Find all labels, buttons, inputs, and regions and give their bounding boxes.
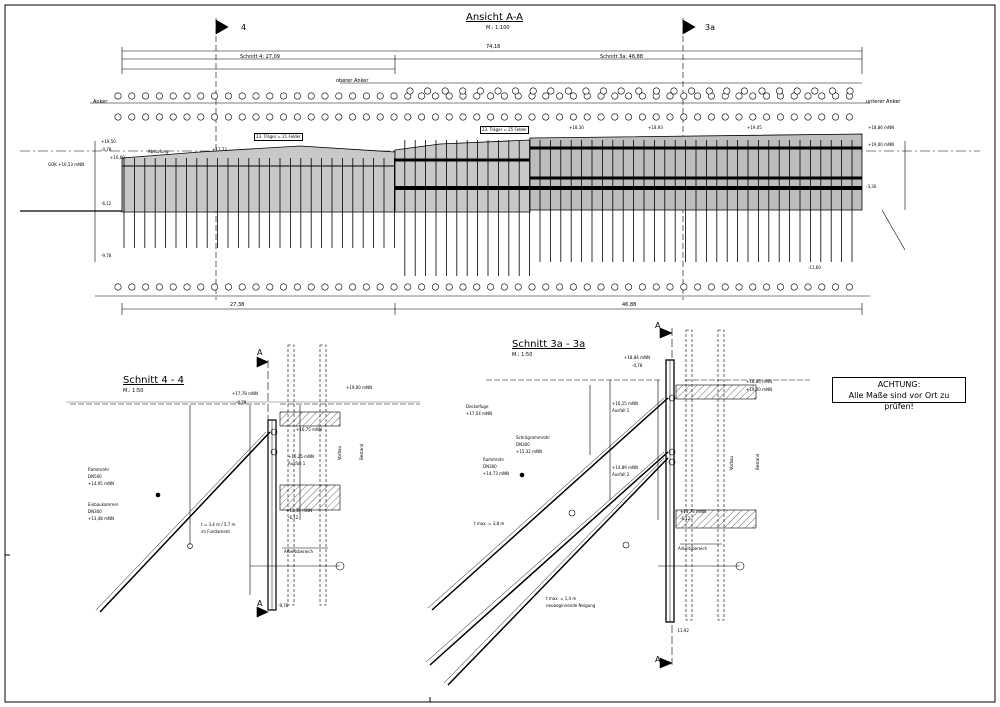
section-3a-mark-bottom: A — [655, 655, 661, 664]
s3a-label: Schrägrammrohr — [516, 435, 550, 440]
level-label: -3,30 — [866, 184, 877, 189]
s3a-label: +15,32 mNN — [516, 449, 542, 454]
s3a-label: t max. = 3,8 m — [474, 521, 505, 526]
s4-label: Rammrohr — [88, 467, 110, 472]
section-4-title: Schnitt 4 - 4 — [123, 375, 185, 386]
section-marker-4: 4 — [241, 23, 247, 32]
s3a-label: -11,92 — [676, 628, 689, 633]
s4-label: +13,48 mNN — [88, 516, 114, 521]
wall-piles — [123, 140, 853, 276]
section-4-mark-top: A — [257, 348, 263, 357]
retaining-wall — [121, 133, 863, 213]
s4-label: Vorbau — [337, 445, 342, 460]
drawing-frame — [4, 4, 996, 703]
s3a-label: -0,78 — [632, 363, 643, 368]
level-label: +19,50 — [101, 139, 116, 144]
row-label-anchor: Anker — [93, 99, 108, 105]
bottom-dimension-left: 27,38 — [230, 302, 245, 308]
bottom-dimension-right: 46,88 — [622, 302, 637, 308]
level-label: -0,78 — [101, 147, 112, 152]
s4-label: -0,78 — [236, 400, 247, 405]
level-label: +18,30 — [569, 125, 584, 130]
s4-label: -9,78 — [278, 603, 289, 608]
s3a-label: t max. = 1,4 m — [546, 596, 577, 601]
s3a-label: +18,84 mNN — [624, 355, 650, 360]
total-dimension: 74,16 — [486, 44, 501, 50]
s3a-label: +18,86 mNN — [746, 379, 772, 384]
s3a-label: Rammrohr — [483, 457, 505, 462]
warning-text: Alle Maße sind vor Ort zu prüfen! — [848, 391, 950, 411]
s3a-label: +16,15 mNN — [612, 401, 638, 406]
section-3a-mark-top: A — [655, 321, 661, 330]
s4-label: Ausfall 1 — [288, 461, 306, 466]
section-4-mark-bottom: A — [257, 599, 263, 608]
level-label: GOK +16,53 mNN — [48, 162, 85, 167]
s4-label: Einbaukammer — [88, 502, 119, 507]
s3a-label: Bestand — [755, 453, 760, 470]
s4-label: DN300 — [88, 509, 102, 514]
s4-label: +13,38 mNN — [286, 508, 312, 513]
warning-title: ACHTUNG: — [877, 380, 921, 389]
s4-label: t = 3,4 m / 5,7 m — [201, 522, 236, 527]
sub-dimension-right: Schnitt 3a: 46,88 — [600, 54, 643, 60]
section-3a-title: Schnitt 3a - 3a — [512, 339, 586, 350]
level-label: +17,73 — [212, 147, 227, 152]
level-label: -6,12 — [101, 201, 112, 206]
s3a-label: +13,73 mNN — [680, 509, 706, 514]
s3a-label: +14,89 mNN — [612, 465, 638, 470]
s3a-label: Ausfall 1 — [612, 408, 630, 413]
s3a-label: +19,00 mNN — [746, 387, 772, 392]
level-label: -11,60 — [808, 265, 821, 270]
s3a-label: +14,73 mNN — [483, 471, 509, 476]
warning-notice: ACHTUNG: Alle Maße sind vor Ort zu prüfe… — [832, 377, 966, 411]
level-label: Abstufung — [148, 149, 169, 154]
callout-left: 23. Träger = 21 Felder — [254, 133, 303, 141]
s4-label: im Fundament — [201, 529, 230, 534]
s4-label: +16,75 mNN — [296, 427, 322, 432]
level-label: +19,00 mNN — [868, 142, 894, 147]
row-label-upper-anchor: oberer Anker — [336, 78, 369, 84]
s4-label: +19,00 mNN — [346, 385, 372, 390]
section-3a-drawing — [425, 327, 810, 686]
s4-label: Arbeitsbereich — [284, 549, 314, 554]
section-3a-scale: M.: 1:50 — [512, 352, 533, 358]
row-label-lower-anchor: unterer Anker — [866, 99, 901, 105]
section-4-scale: M.: 1:50 — [123, 388, 144, 394]
s3a-label: neubeginnende Neigung — [546, 603, 596, 608]
s3a-label: Arbeitsbereich — [678, 546, 708, 551]
s3a-label: Deckelfuge — [466, 404, 489, 409]
s4-label: -6,12 — [288, 515, 299, 520]
s4-label: +14,95 mNN — [88, 481, 114, 486]
level-label: +18,86 mNN — [868, 125, 894, 130]
level-label: +19,05 — [747, 125, 762, 130]
view-title: Ansicht A-A — [466, 12, 523, 23]
s3a-label: +17,54 mNN — [466, 411, 492, 416]
s4-label: Bestand — [359, 443, 364, 460]
section-marker-3a: 3a — [705, 23, 715, 32]
s3a-label: Ausfall 2 — [612, 472, 630, 477]
s3a-label: DN300 — [516, 442, 530, 447]
sub-dimension-left: Schnitt 4: 27,09 — [240, 54, 280, 60]
level-label: -9,78 — [101, 253, 112, 258]
s4-label: +16,25 mNN — [288, 454, 314, 459]
section-4-drawing — [66, 344, 420, 618]
view-scale: M.: 1:100 — [486, 25, 510, 31]
anchor-markers — [114, 87, 854, 291]
callout-right: 23. Träger = 25 Felder — [480, 126, 529, 134]
level-label: +16,60 — [110, 155, 125, 160]
s4-label: +17,78 mNN — [232, 391, 258, 396]
s3a-label: DN300 — [483, 464, 497, 469]
s3a-label: -6,12 — [680, 516, 691, 521]
s4-label: DN500 — [88, 474, 102, 479]
level-label: +18,93 — [648, 125, 663, 130]
s3a-label: Vorbau — [729, 455, 734, 470]
